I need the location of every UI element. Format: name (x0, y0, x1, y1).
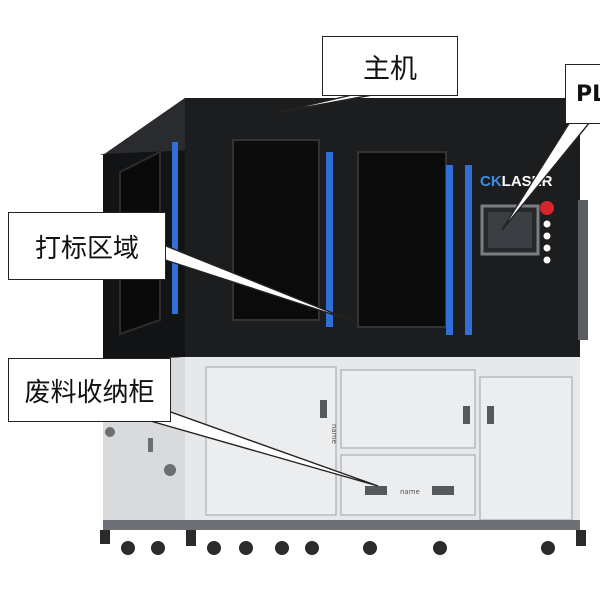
wheel-8 (433, 541, 447, 555)
callout-host: 主机 (322, 36, 458, 96)
wheel-4 (239, 541, 253, 555)
right-side-pipe (578, 200, 588, 340)
wheel-1 (121, 541, 135, 555)
door-handle-2[interactable] (463, 406, 470, 424)
control-button-1[interactable] (543, 220, 551, 228)
wheel-6 (305, 541, 319, 555)
blue-strip-2 (326, 152, 333, 327)
wheel-3 (207, 541, 221, 555)
callout-waste-cabinet: 废料收纳柜 (8, 358, 171, 422)
drawer-label: name (400, 488, 420, 496)
callout-marking-area-label: 打标区域 (34, 233, 139, 264)
side-handle (148, 438, 153, 452)
cabinet-door-center-top[interactable] (340, 369, 476, 449)
cabinet-door-right[interactable] (479, 376, 573, 521)
foot-2 (186, 530, 196, 546)
blue-strip-3 (446, 165, 453, 335)
callout-plc: PL (565, 64, 600, 124)
emergency-stop-button[interactable] (540, 201, 554, 215)
control-button-3[interactable] (543, 244, 551, 252)
wheel-2 (151, 541, 165, 555)
door-label: name (330, 424, 338, 444)
blue-strip-1 (172, 142, 178, 314)
drawer-handle-left[interactable] (365, 486, 387, 495)
control-button-4[interactable] (543, 256, 551, 264)
center-door-window (357, 151, 447, 328)
control-button-2[interactable] (543, 232, 551, 240)
waste-drawer[interactable] (340, 454, 476, 516)
foot-3 (576, 530, 586, 546)
door-handle-3[interactable] (487, 406, 494, 424)
wheel-5 (275, 541, 289, 555)
wheel-9 (541, 541, 555, 555)
side-vent-2 (164, 464, 176, 476)
brand-prefix: CK (480, 173, 502, 190)
wheel-7 (363, 541, 377, 555)
blue-strip-4 (465, 165, 472, 335)
machine-base (103, 520, 580, 530)
foot-1 (100, 530, 110, 544)
callout-marking-area: 打标区域 (8, 212, 166, 280)
callout-plc-label: PL (576, 81, 600, 107)
callout-host-label: 主机 (363, 53, 417, 85)
side-vent-1 (105, 427, 115, 437)
door-handle-1[interactable] (320, 400, 327, 418)
callout-waste-cabinet-label: 废料收纳柜 (24, 377, 155, 408)
drawer-handle-right[interactable] (432, 486, 454, 495)
caster-wheels (100, 530, 586, 555)
